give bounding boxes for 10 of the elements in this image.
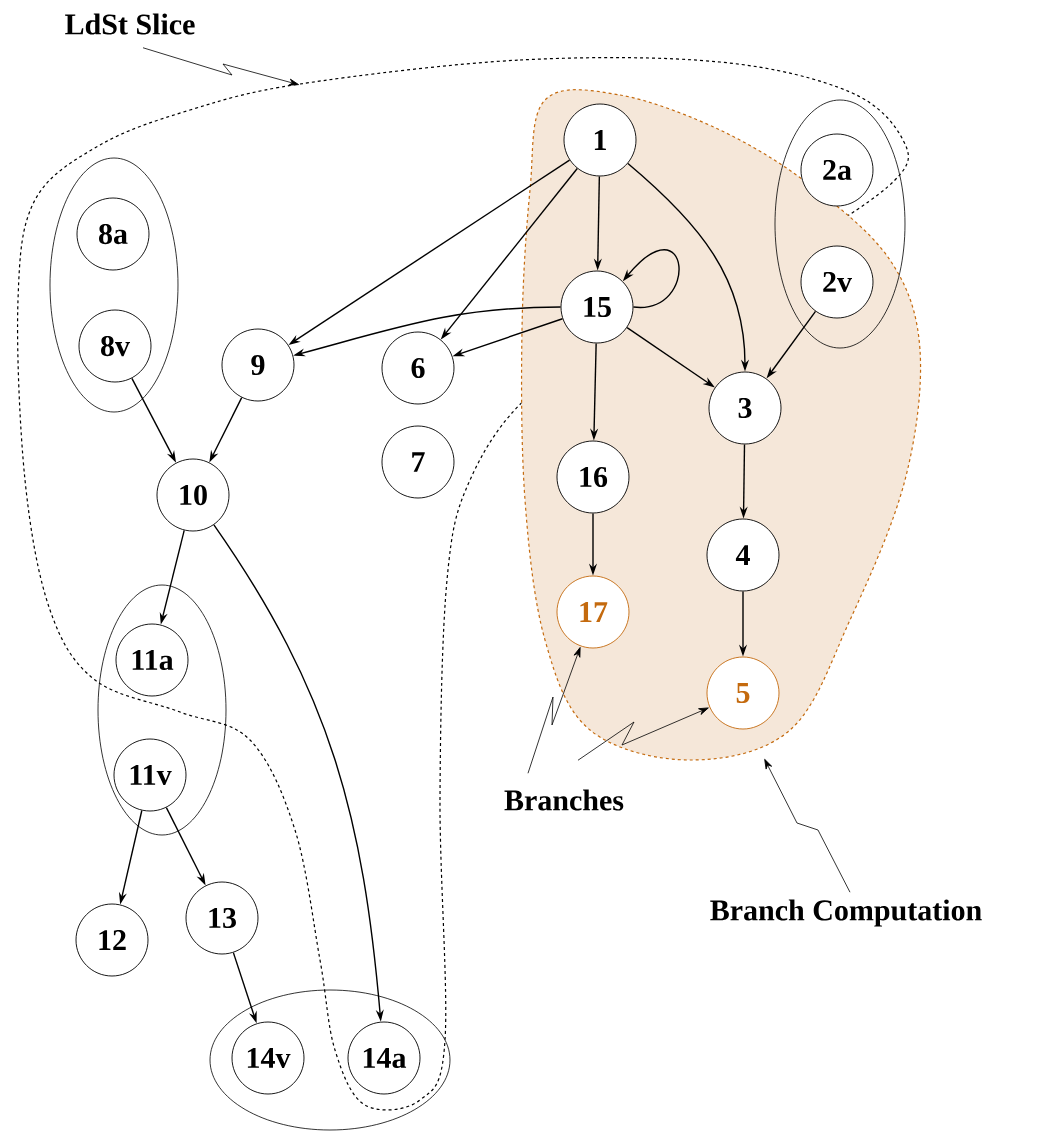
zigzag-leader-arrow: [527, 647, 581, 774]
callout-label: Branches: [504, 789, 624, 811]
group-ellipse: [49, 157, 179, 413]
zigzag-leader-arrow: [764, 758, 851, 893]
callout-label: Branch Computation: [710, 899, 982, 927]
group-ellipse: [209, 989, 451, 1131]
zigzag-leader-arrow: [577, 707, 709, 761]
zigzag-leader-arrow: [142, 47, 299, 86]
callout-label: LdSt Slice: [65, 13, 195, 35]
group-ellipse: [97, 584, 227, 836]
